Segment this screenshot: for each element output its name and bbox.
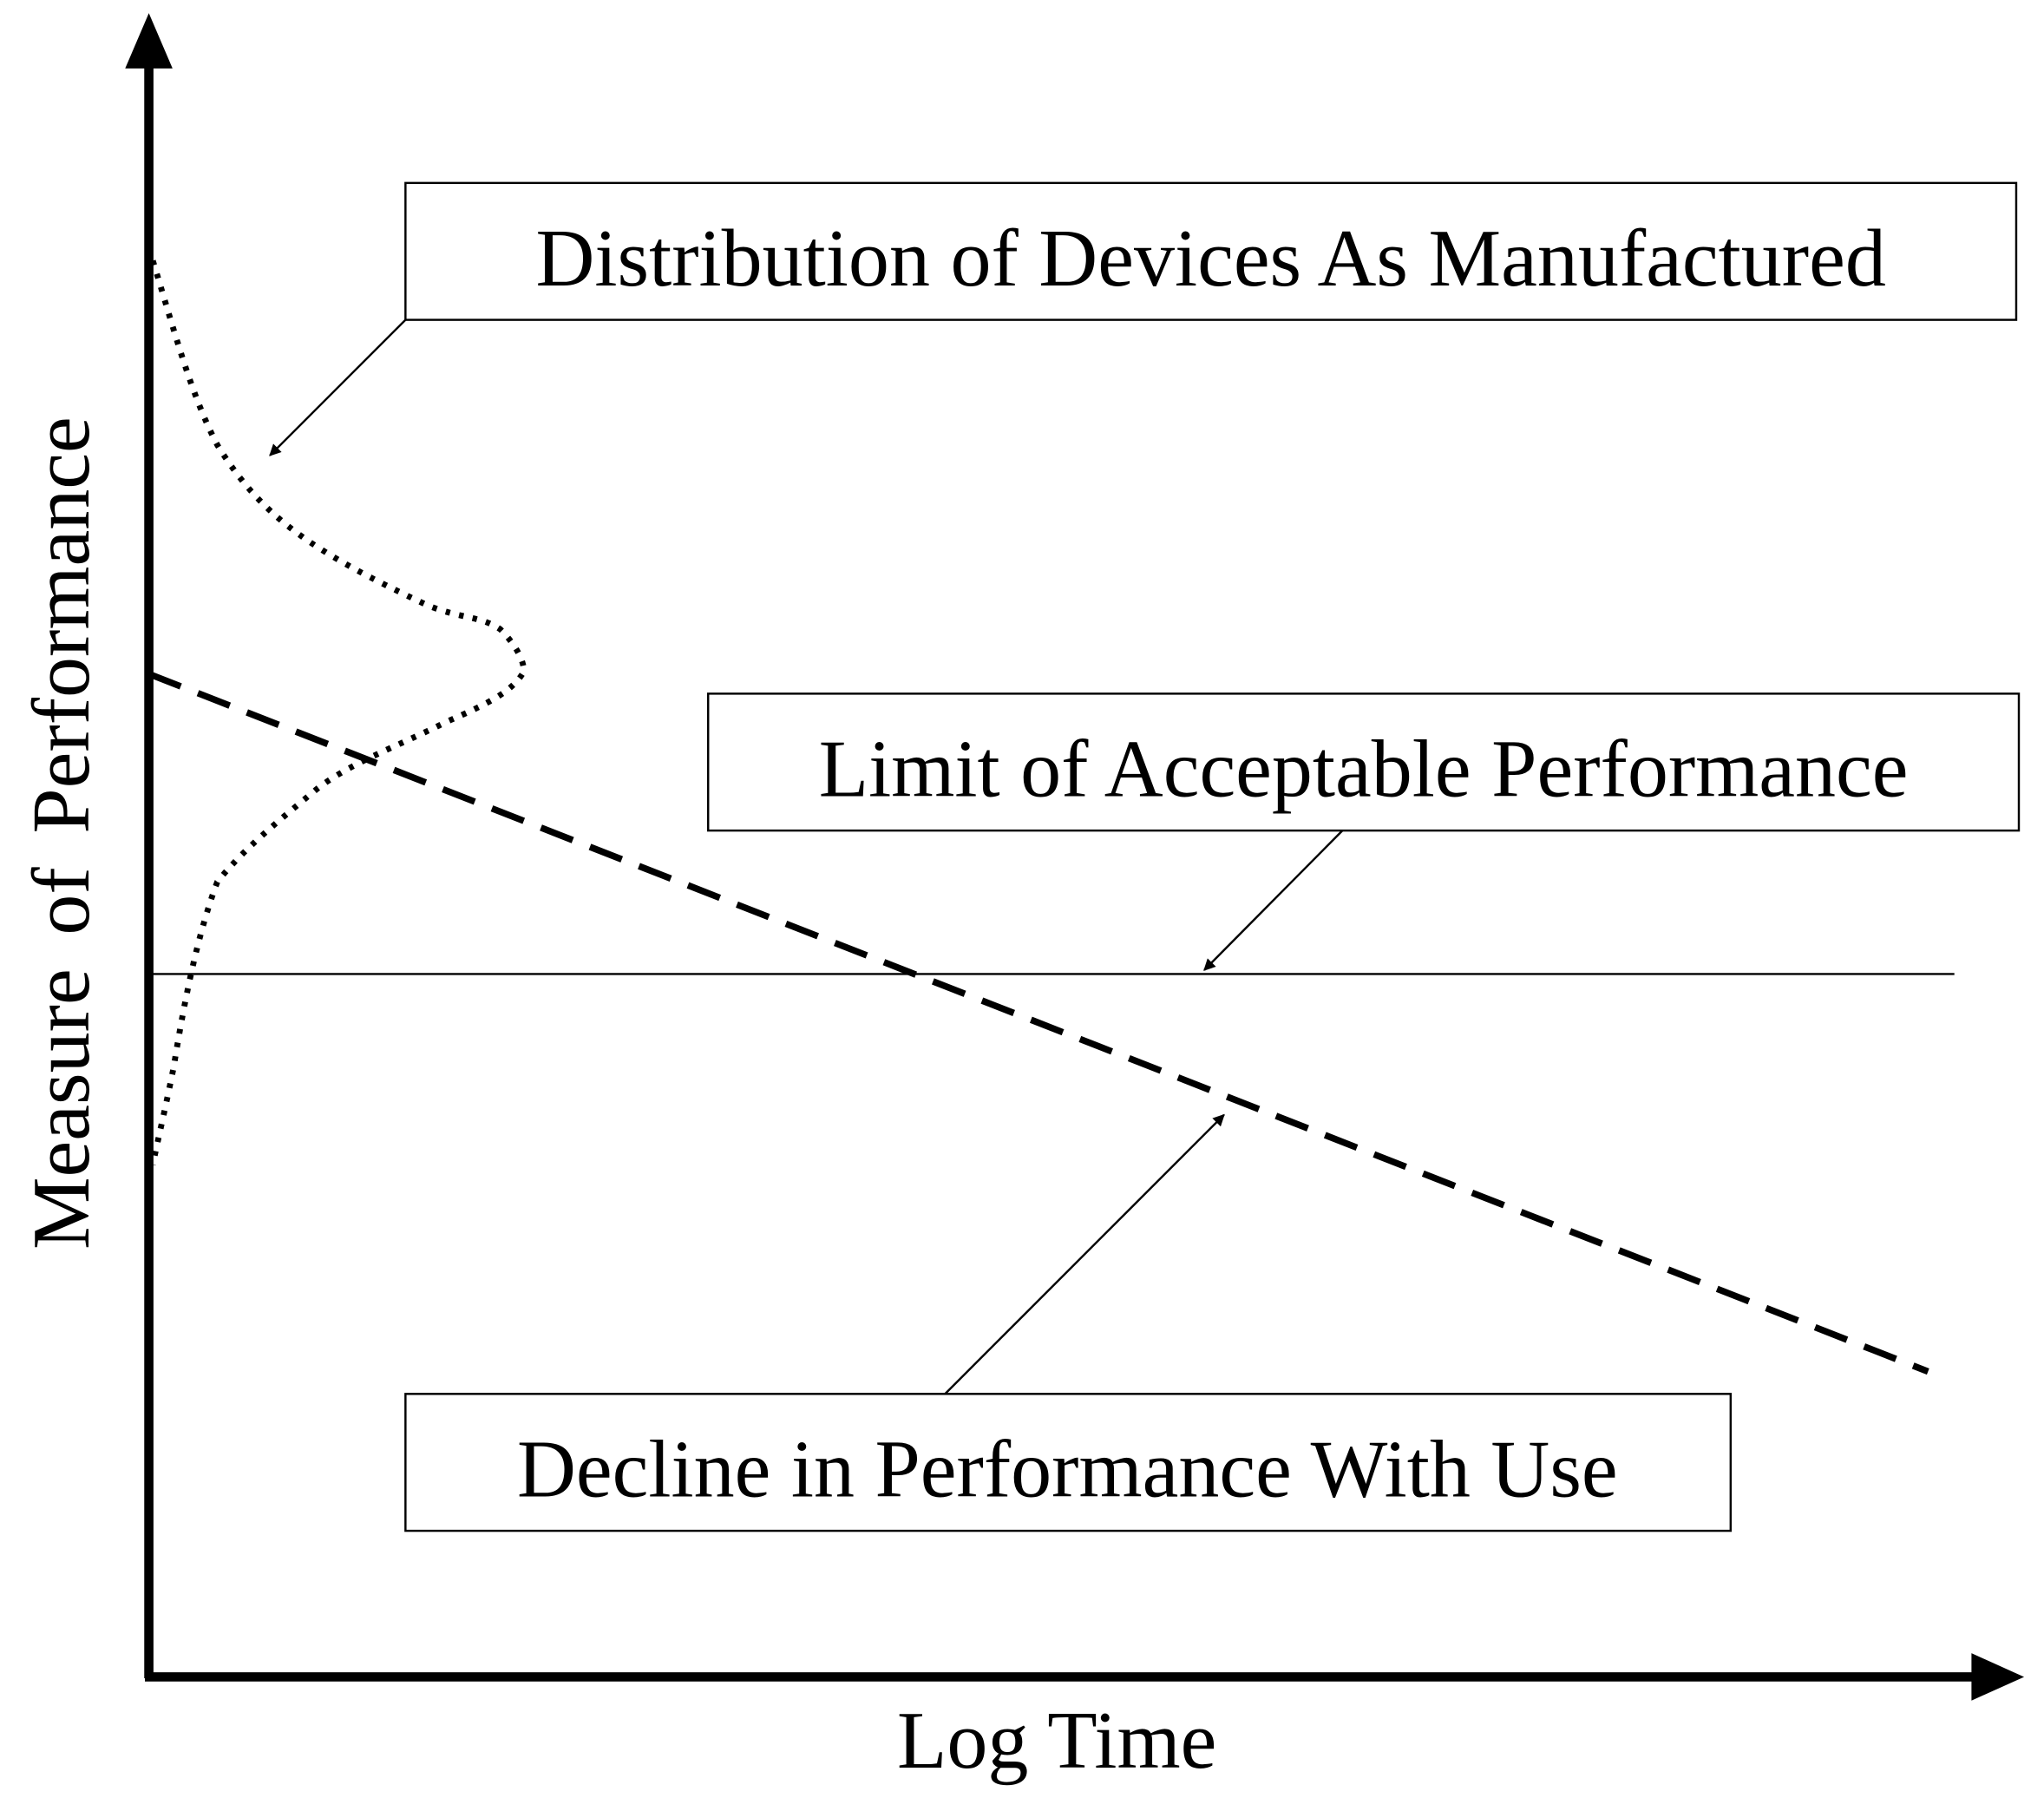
limit-label-box [707,692,2021,832]
y-axis-label: Measure of Performance [16,417,107,1250]
x-axis-arrowhead [1971,1653,2025,1701]
limit-label: Limit of Acceptable Performance [819,725,1909,815]
distribution-label-box [404,181,2018,321]
decline-pointer-arrow [944,1113,1225,1395]
x-axis-label: Log Time [897,1696,1216,1786]
distribution-dotted-curve [149,259,527,1166]
distribution-label: Distribution of Devices As Manufactured [535,213,1885,304]
decline-label-box [404,1393,1733,1532]
distribution-pointer-arrow [269,318,407,456]
y-axis-arrowhead [125,13,173,69]
decline-label: Decline in Performance With Use [517,1425,1618,1515]
decline-dashed-line [147,671,1929,1375]
limit-pointer-arrow [1203,830,1344,971]
